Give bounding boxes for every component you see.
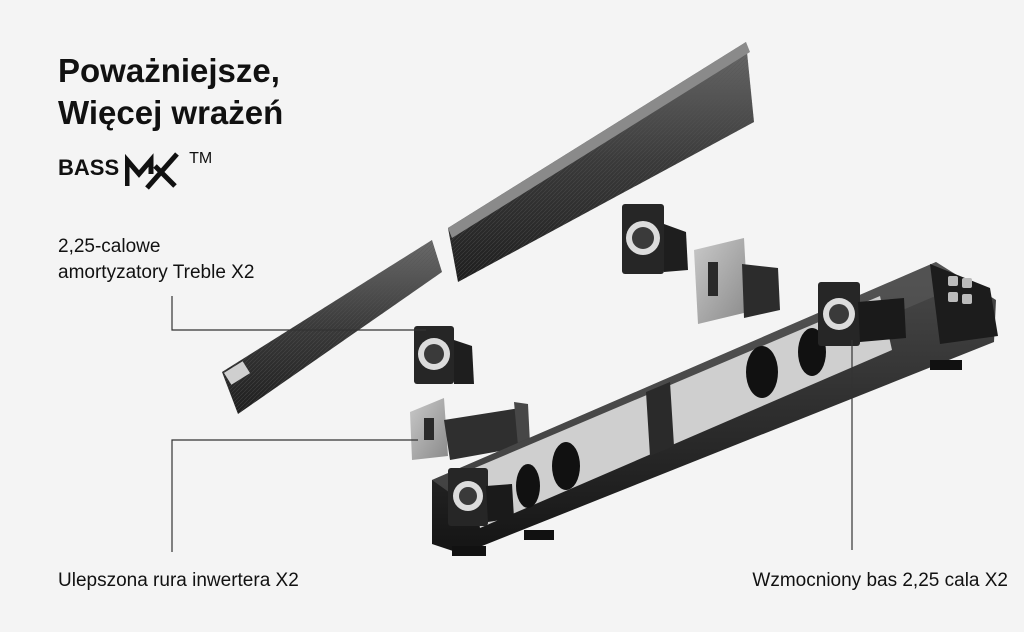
treble-driver-right: [622, 204, 688, 274]
plus-button-icon: [948, 276, 958, 286]
headline-line-1: Poważniejsze,: [58, 52, 280, 89]
callout-inverter-tube: Ulepszona rura inwertera X2: [58, 570, 299, 591]
callout-treble-line-2: amortyzatory Treble X2: [58, 262, 255, 283]
soundbar-body: [432, 262, 998, 556]
inverter-tube-left: [410, 398, 530, 460]
bass-port-2: [552, 442, 580, 490]
bass-port-3: [746, 346, 778, 398]
mx-logo-mark-icon: [125, 152, 179, 190]
headline-line-2: Więcej wrażeń: [58, 94, 284, 131]
soundbar-foot-right: [930, 360, 962, 370]
input-button-icon: [962, 294, 972, 304]
minus-button-icon: [948, 292, 958, 302]
bass-mx-logo: BASS TM: [58, 148, 212, 194]
callout-treble-tweeters: 2,25-calowe amortyzatory Treble X2: [58, 234, 254, 286]
inverter-tube-right: [694, 238, 780, 324]
power-button-icon: [962, 278, 972, 288]
logo-trademark: TM: [189, 150, 213, 167]
bass-driver-right: [818, 282, 906, 346]
headline: Poważniejsze, Więcej wrażeń: [58, 50, 283, 134]
logo-text: BASS: [58, 155, 120, 180]
bass-port-1: [516, 464, 540, 508]
soundbar-foot-left: [452, 546, 486, 556]
grille-badge: [223, 361, 251, 385]
tube-leader-line: [171, 439, 418, 552]
grille-cover: [222, 42, 754, 414]
treble-driver-left: [414, 326, 474, 384]
callout-treble-line-1: 2,25-calowe: [58, 236, 161, 257]
treble-leader-line: [171, 296, 426, 331]
bass-driver-left: [448, 468, 514, 526]
callout-bass: Wzmocniony bas 2,25 cala X2: [752, 570, 1008, 591]
leader-lines: [171, 296, 853, 552]
